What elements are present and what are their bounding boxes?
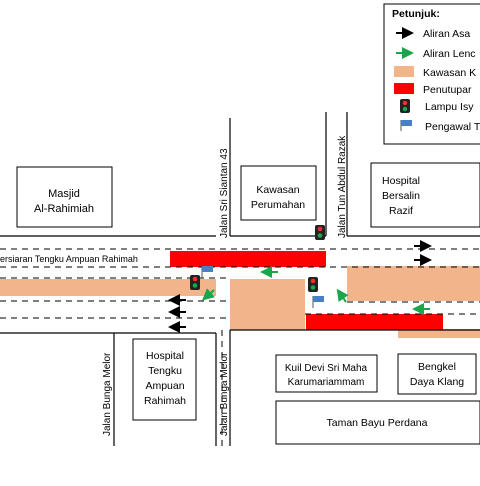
road-label-sri-siantan: Jalan Sri Siantan 43 (219, 148, 230, 238)
building-kuil: Kuil Devi Sri Maha Karumariammam (275, 354, 378, 393)
legend-item-label: Pengawal T (425, 121, 480, 133)
building-hospital-tengku: Hospital Tengku Ampuan Rahimah (132, 338, 197, 421)
masjid-label-1: Masjid (48, 188, 80, 200)
main-road (0, 235, 480, 334)
building-perumahan: Kawasan Perumahan (240, 165, 317, 221)
kuil-label-2: Karumariammam (288, 377, 365, 388)
blue-flag-icon (312, 296, 324, 308)
traffic-light-icon (190, 275, 200, 290)
building-bengkel: Bengkel Daya Klang (397, 353, 477, 395)
traffic-light-icon (308, 277, 318, 292)
legend-item-label: Penutupar (423, 84, 472, 96)
legend-item-label: Aliran Asa (423, 28, 470, 40)
construction-area-right-lower (398, 329, 480, 338)
construction-area-center (230, 279, 305, 330)
traffic-light-icon (315, 225, 325, 240)
side-roads (113, 112, 348, 446)
road-label-tun-abdul-razak: Jalan Tun Abdul Razak (337, 135, 348, 238)
hospital-tengku-label-2: Tengku (148, 365, 182, 377)
bengkel-label-2: Daya Klang (410, 376, 464, 388)
building-hospital-bersalin: Hospital Bersalin Razif (370, 162, 480, 228)
green-arrow-icon (202, 288, 215, 301)
masjid-label-2: Al-Rahimiah (34, 203, 94, 215)
legend-title: Petunjuk: (392, 8, 440, 20)
tan-area-swatch (394, 66, 414, 77)
road-label-bunga-melor-right: Jalan Bunga Melor (219, 352, 230, 436)
legend-item-label: Aliran Lenc (423, 48, 476, 60)
hospital-bersalin-label-2: Bersalin (382, 190, 420, 202)
legend-item-label: Kawasan K (423, 67, 476, 79)
building-taman: Taman Bayu Perdana (275, 400, 480, 445)
hospital-bersalin-label-3: Razif (389, 205, 413, 217)
blue-flag-icon (400, 120, 412, 131)
traffic-light-icon (400, 99, 410, 113)
perumahan-label-1: Kawasan (256, 184, 299, 196)
hospital-tengku-label-3: Ampuan (145, 380, 184, 392)
construction-area-left (0, 279, 216, 296)
diverted-flow-arrows (202, 266, 430, 315)
hospital-tengku-label-1: Hospital (146, 350, 184, 362)
taman-label: Taman Bayu Perdana (327, 417, 428, 429)
normal-flow-arrows (168, 240, 432, 333)
road-closure-top (170, 251, 326, 267)
building-masjid: Masjid Al-Rahimiah (16, 166, 113, 228)
hospital-bersalin-label-1: Hospital (382, 175, 420, 187)
hospital-tengku-label-4: Rahimah (144, 395, 186, 407)
bengkel-label-1: Bengkel (418, 361, 456, 373)
blue-flag-icon (201, 266, 213, 278)
road-closure-bottom (306, 314, 443, 330)
perumahan-label-2: Perumahan (251, 199, 305, 211)
kuil-label-1: Kuil Devi Sri Maha (285, 363, 368, 374)
red-closure-swatch (394, 83, 414, 94)
legend: Petunjuk: Aliran Asa Aliran Lenc Kawasan… (383, 3, 480, 145)
legend-item-label: Lampu Isy (425, 101, 474, 113)
green-arrow-icon (336, 288, 349, 303)
road-label-bunga-melor-left: Jalan Bunga Melor (102, 352, 113, 436)
road-label-main: Persiaran Tengku Ampuan Rahimah (0, 254, 138, 264)
construction-area-right (347, 266, 480, 301)
